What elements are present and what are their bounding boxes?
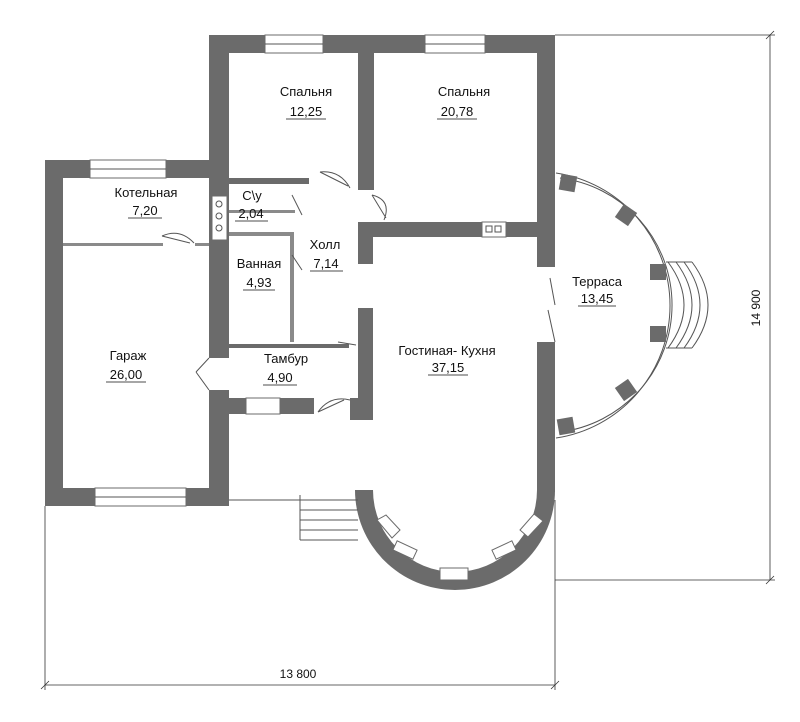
room-area: 4,90 — [267, 370, 292, 385]
room-area: 37,15 — [432, 360, 465, 375]
windows — [89, 34, 486, 507]
room-label-bathroom: Ванная 4,93 — [237, 256, 282, 291]
room-label-living-kitchen: Гостиная- Кухня 37,15 — [398, 343, 496, 376]
room-area: 20,78 — [441, 104, 474, 119]
room-label-bedroom-1: Спальня 12,25 — [280, 84, 332, 120]
height-dimension-label: 14 900 — [749, 289, 763, 326]
boiler-fixture — [211, 195, 228, 241]
room-name: Терраса — [572, 274, 623, 289]
doors — [161, 171, 556, 413]
room-label-wc: С\у 2,04 — [235, 188, 268, 222]
room-label-vestibule: Тамбур 4,90 — [263, 351, 308, 386]
room-area: 13,45 — [581, 291, 614, 306]
room-area: 12,25 — [290, 104, 323, 119]
room-name: Гараж — [110, 348, 147, 363]
room-name: Ванная — [237, 256, 282, 271]
vent-fixture — [481, 221, 507, 238]
room-label-boiler-room: Котельная 7,20 — [115, 185, 178, 219]
terrace-railing — [555, 172, 709, 439]
room-name: Котельная — [115, 185, 178, 200]
room-label-garage: Гараж 26,00 — [106, 348, 147, 383]
room-name: Гостиная- Кухня — [398, 343, 495, 358]
room-name: Тамбур — [264, 351, 308, 366]
living-room-bay — [355, 490, 555, 590]
room-area: 4,93 — [246, 275, 271, 290]
room-area: 7,14 — [313, 256, 338, 271]
room-label-bedroom-2: Спальня 20,78 — [437, 84, 490, 120]
dimension-lines — [40, 30, 775, 690]
room-area: 2,04 — [238, 206, 263, 221]
room-name: Спальня — [280, 84, 332, 99]
room-area: 7,20 — [132, 203, 157, 218]
room-area: 26,00 — [110, 367, 143, 382]
room-name: Холл — [310, 237, 341, 252]
width-dimension-label: 13 800 — [280, 667, 317, 681]
room-label-terrace: Терраса 13,45 — [572, 274, 623, 307]
room-name: Спальня — [438, 84, 490, 99]
room-label-hall: Холл 7,14 — [310, 237, 343, 272]
room-name: С\у — [242, 188, 262, 203]
entrance-steps — [229, 495, 358, 541]
